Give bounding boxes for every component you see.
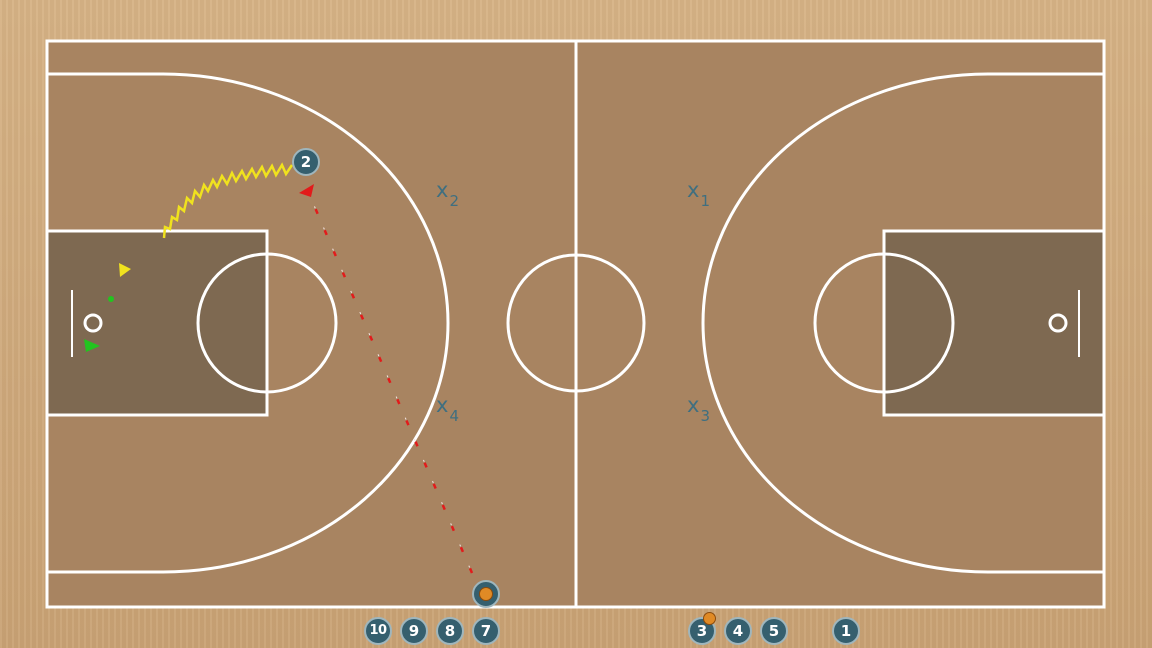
left-three-point-line [47,72,450,574]
basketball-icon [703,612,716,625]
bench-player-7[interactable]: 7 [472,617,500,645]
cut-arrowhead [84,339,100,352]
basketball-icon [479,587,493,601]
left-paint [45,229,269,417]
bench-player-3[interactable]: 3 [688,617,716,645]
defender-x1[interactable]: x1 [687,178,710,211]
right-three-point-line [701,72,1104,574]
left-free-throw-circle [196,252,338,394]
right-paint [882,229,1106,417]
bench-player-10[interactable]: 10 [364,617,392,645]
right-hoop [1048,313,1068,333]
bench-player-4[interactable]: 4 [724,617,752,645]
left-hoop [83,313,103,333]
right-free-throw-circle [813,252,955,394]
cut-dot [108,296,114,302]
bench-player-1[interactable]: 1 [832,617,860,645]
bench-player-9[interactable]: 9 [400,617,428,645]
pass-arrowhead [299,184,314,197]
dribble-line [162,162,294,239]
defender-x4[interactable]: x4 [436,393,459,426]
bench-player-8[interactable]: 8 [436,617,464,645]
bench-player-5[interactable]: 5 [760,617,788,645]
player-2-token[interactable]: 2 [292,148,320,176]
center-circle [506,253,646,393]
defender-x2[interactable]: x2 [436,178,459,211]
player-with-ball-token[interactable] [472,580,500,608]
defender-x3[interactable]: x3 [687,393,710,426]
dribble-arrowhead [119,263,131,277]
